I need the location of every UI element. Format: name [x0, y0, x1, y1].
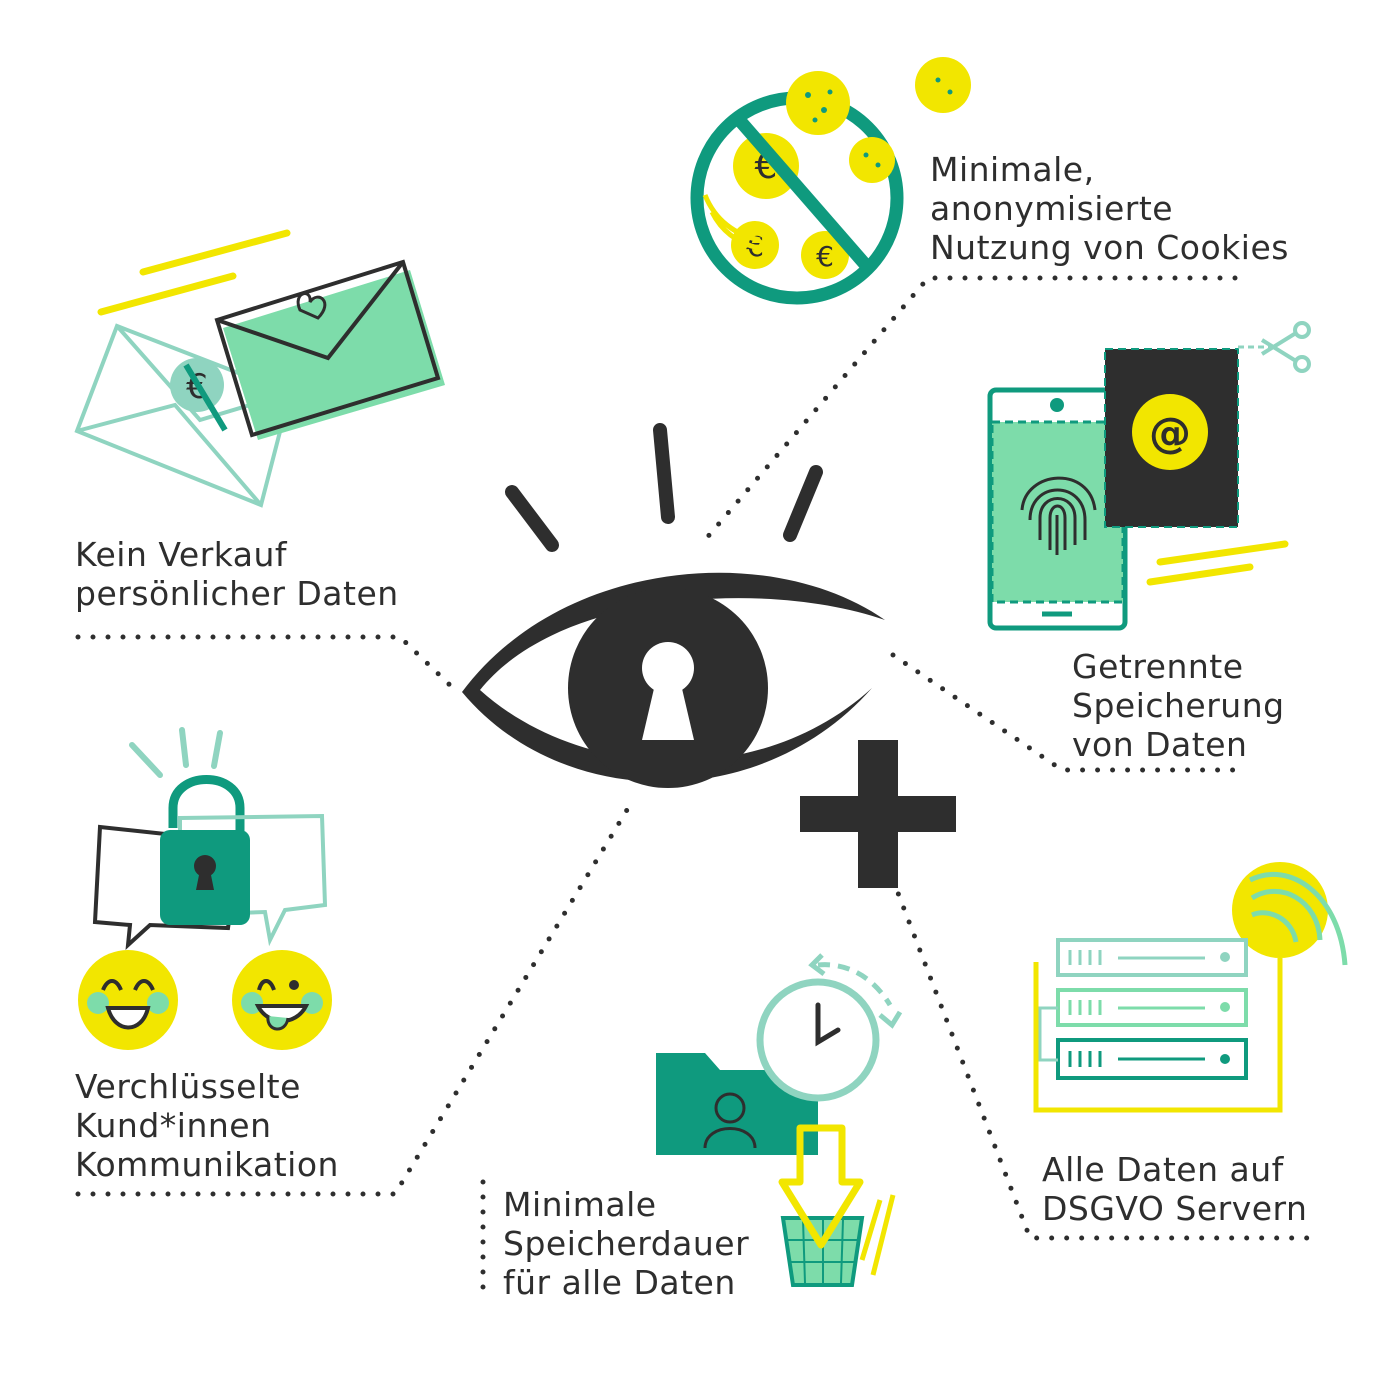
no-cookies-icon: € € € — [690, 57, 971, 305]
phone-fingerprint-icon: @ — [987, 321, 1311, 631]
connector-server — [890, 877, 1315, 1241]
label-cookies-line-2: anonymisierte — [930, 189, 1174, 228]
label-verkauf: Kein Verkauf persönlicher Daten — [75, 535, 399, 613]
label-speicherung-line-2: Speicherung — [1072, 686, 1285, 725]
label-speicherung-line-1: Getrennte — [1072, 647, 1244, 686]
label-verschluss-line-1: Verchlüsselte — [75, 1067, 301, 1106]
label-verschluss-line-2: Kund*innen — [75, 1106, 272, 1145]
label-dauer: Minimale Speicherdauer für alle Daten — [503, 1185, 749, 1302]
label-server-line-2: DSGVO Servern — [1042, 1189, 1308, 1228]
label-dauer-line-3: für alle Daten — [503, 1263, 736, 1302]
label-dauer-line-1: Minimale — [503, 1185, 657, 1224]
svg-text:@: @ — [1149, 408, 1191, 457]
server-rack-icon — [1033, 862, 1348, 1113]
connector-lines — [75, 275, 1315, 1293]
plus-icon — [800, 740, 956, 888]
label-server: Alle Daten auf DSGVO Servern — [1042, 1150, 1307, 1228]
label-verkauf-line-1: Kein Verkauf — [75, 535, 288, 574]
label-verschluss-line-3: Kommunikation — [75, 1145, 339, 1184]
svg-text:€: € — [816, 240, 834, 273]
label-cookies-line-3: Nutzung von Cookies — [930, 228, 1289, 267]
chat-lock-icon — [78, 727, 332, 1050]
envelopes-icon: € — [74, 229, 445, 508]
label-cookies: Minimale, anonymisierte Nutzung von Cook… — [930, 150, 1289, 267]
label-verschluss: Verchlüsselte Kund*innen Kommunikation — [75, 1067, 339, 1184]
label-server-line-1: Alle Daten auf — [1042, 1150, 1284, 1189]
label-dauer-line-2: Speicherdauer — [503, 1224, 750, 1263]
label-speicherung-line-3: von Daten — [1072, 725, 1248, 764]
eye-keyhole-icon — [462, 423, 885, 788]
clock-folder-trash-icon — [656, 953, 903, 1287]
label-verkauf-line-2: persönlicher Daten — [75, 574, 399, 613]
connector-verkauf — [75, 634, 458, 693]
label-speicherung: Getrennte Speicherung von Daten — [1072, 647, 1285, 764]
connector-verschluss — [75, 802, 633, 1197]
label-cookies-line-1: Minimale, — [930, 150, 1095, 189]
